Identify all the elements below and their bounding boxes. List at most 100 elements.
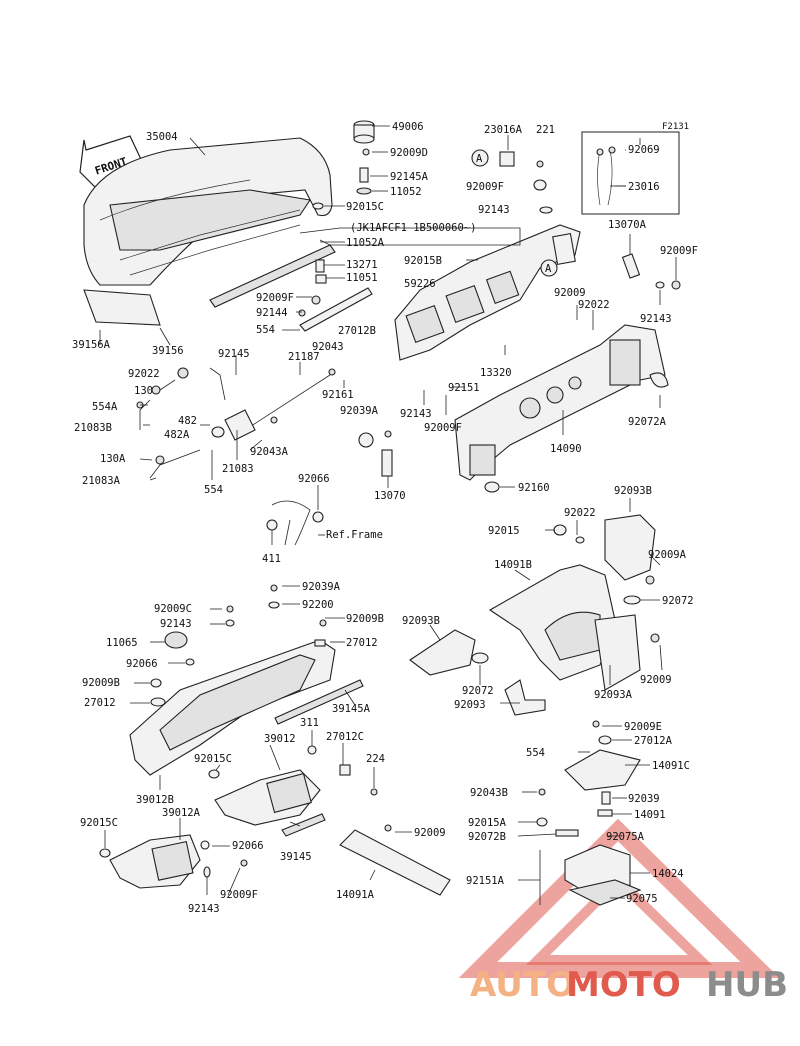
part-label: 92151 — [448, 382, 480, 394]
part-label: 23016 — [628, 181, 660, 193]
part-label: 92009E — [624, 721, 662, 733]
part-label: 92015C — [194, 753, 232, 765]
part-14024-box — [539, 844, 642, 906]
part-label: 21187 — [288, 351, 320, 363]
part-label: 92144 — [256, 307, 288, 319]
part-59226-dash-panel — [394, 224, 581, 361]
part-label: 92093B — [402, 615, 440, 627]
part-bracket-23016A: A A — [471, 149, 558, 277]
part-13070 — [358, 430, 393, 477]
part-label: 554 — [256, 324, 275, 336]
part-label: 92066 — [232, 840, 264, 852]
part-label: 92009 — [414, 827, 446, 839]
part-label: 14091C — [652, 760, 690, 772]
part-label: 130A — [100, 453, 126, 465]
part-label: 39012B — [136, 794, 174, 806]
part-label: 21083A — [82, 475, 121, 487]
part-label: 92072 — [462, 685, 494, 697]
part-label: 39156A — [72, 339, 111, 351]
part-label: 27012B — [338, 325, 376, 337]
part-label: 14091B — [494, 559, 532, 571]
part-label: 411 — [262, 553, 281, 565]
part-label: 13320 — [480, 367, 512, 379]
part-labels: 35004 49006 92009D 92145A 11052 92015C 1… — [72, 121, 698, 915]
part-label: 92143 — [160, 618, 192, 630]
part-label: 92093B — [614, 485, 652, 497]
part-label: 92009B — [82, 677, 120, 689]
part-label: 92072B — [468, 831, 506, 843]
part-label: 21083 — [222, 463, 254, 475]
part-label: 27012 — [346, 637, 378, 649]
part-14091B-floor-panel — [488, 514, 660, 691]
part-label: 92022 — [564, 507, 596, 519]
part-label: 554A — [92, 401, 118, 413]
part-label: 11052A — [346, 237, 385, 249]
part-label: 92015 — [488, 525, 520, 537]
circle-ref-a1: A — [476, 153, 483, 165]
part-label: 14091 — [634, 809, 666, 821]
part-label: 92143 — [188, 903, 220, 915]
circle-ref-a2: A — [545, 263, 552, 275]
part-label: 92009F — [660, 245, 698, 257]
part-label: 92075 — [626, 893, 658, 905]
watermark-logo: AUTO MOTO HUB — [470, 965, 788, 1005]
part-label: 554 — [204, 484, 223, 496]
part-label: 21083B — [74, 422, 112, 434]
part-39156-mat — [83, 244, 336, 326]
part-label: 14091A — [336, 889, 375, 901]
part-label: 13070 — [374, 490, 406, 502]
part-14091A-plate — [339, 824, 451, 896]
part-latch — [298, 259, 373, 332]
part-39012B-storage-tray — [129, 584, 336, 776]
part-label: 11065 — [106, 637, 138, 649]
part-label: 23016A — [484, 124, 523, 136]
watermark-hub: HUB — [706, 965, 788, 1005]
part-label: 13271 — [346, 259, 378, 271]
part-label: 92072A — [628, 416, 667, 428]
part-label: 92093A — [594, 689, 633, 701]
part-35004-hood — [83, 137, 333, 286]
part-label: 11052 — [390, 186, 422, 198]
part-label: 49006 — [392, 121, 424, 133]
part-label: 59226 — [404, 278, 436, 290]
part-label: 92009 — [640, 674, 672, 686]
part-label: 27012A — [634, 735, 673, 747]
part-label: 39156 — [152, 345, 184, 357]
part-92160-nut — [484, 481, 500, 493]
part-label: 39012A — [162, 807, 201, 819]
part-label: 92151A — [466, 875, 505, 887]
watermark-triangle-icon — [458, 818, 780, 978]
part-label: 27012C — [326, 731, 364, 743]
part-label: 14024 — [652, 868, 684, 880]
part-label: 92075A — [606, 831, 645, 843]
part-label: 39145 — [280, 851, 312, 863]
part-label: 92009C — [154, 603, 192, 615]
part-label: 92015B — [404, 255, 442, 267]
part-label: 92039 — [628, 793, 660, 805]
part-label: 92069 — [628, 144, 660, 156]
part-label: 130 — [134, 385, 153, 397]
part-label: 92009B — [346, 613, 384, 625]
ref-frame-label: Ref.Frame — [326, 529, 383, 541]
part-label: 92015C — [346, 201, 384, 213]
part-label: 92039A — [302, 581, 341, 593]
part-14090-instrument-panel — [454, 324, 666, 481]
leader-lines — [99, 125, 677, 899]
part-label: 92009F — [220, 889, 258, 901]
part-label: 92143 — [400, 408, 432, 420]
part-label: 92043 — [312, 341, 344, 353]
part-label: 39145A — [332, 703, 371, 715]
part-label: 92015C — [80, 817, 118, 829]
part-label: 482 — [178, 415, 197, 427]
part-14091C-cover — [536, 720, 641, 837]
part-label: 92066 — [298, 473, 330, 485]
part-label: 92009F — [256, 292, 294, 304]
part-label: 35004 — [146, 131, 178, 143]
part-label: 92043A — [250, 446, 289, 458]
part-label: 482A — [164, 429, 190, 441]
part-label: 92066 — [126, 658, 158, 670]
part-label: 92143 — [478, 204, 510, 216]
part-label: 224 — [366, 753, 385, 765]
part-13070A-switch — [621, 253, 681, 388]
